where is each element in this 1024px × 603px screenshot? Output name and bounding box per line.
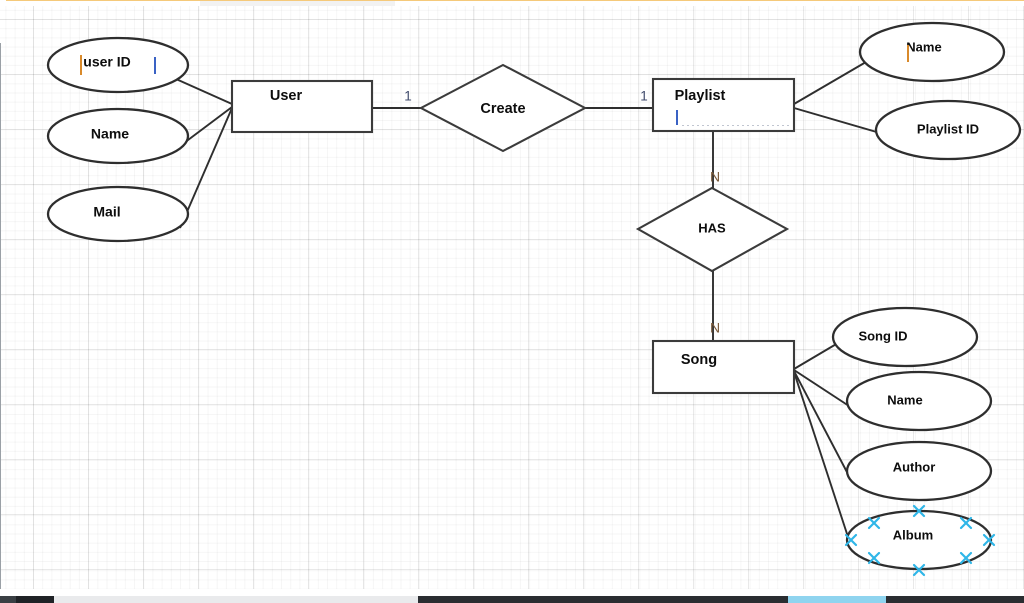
selection-handle-top-right[interactable]: [959, 516, 973, 530]
connector-song-to-song-name: [793, 369, 850, 407]
attribute-user-id-label: user ID: [83, 54, 130, 70]
selection-handle-top-left[interactable]: [867, 516, 881, 530]
attribute-song-name-label: Name: [887, 392, 922, 407]
attribute-song-id-ellipse[interactable]: [831, 306, 979, 368]
attribute-playlist-id-ellipse[interactable]: [874, 99, 1022, 161]
attribute-song-author[interactable]: Author: [845, 440, 993, 502]
entity-playlist-box[interactable]: [651, 77, 796, 133]
attribute-song-author-label: Author: [893, 459, 936, 474]
ribbon-active-tab[interactable]: [200, 1, 395, 6]
attribute-user-id-ellipse[interactable]: [46, 36, 190, 94]
selection-handle-middle-right[interactable]: [982, 533, 996, 547]
taskbar-left-cap: [0, 596, 16, 603]
selection-handle-bottom-left[interactable]: [867, 551, 881, 565]
text-caret-user-id-right: [154, 57, 156, 74]
taskbar-window-active[interactable]: [788, 596, 886, 603]
taskbar-start-button[interactable]: [16, 596, 54, 603]
connector-group: [175, 61, 881, 544]
text-caret-playlist-body: [676, 110, 678, 125]
attribute-song-album-label: Album: [893, 527, 933, 542]
text-caret-playlist-name: [907, 45, 909, 62]
attribute-song-id-label: Song ID: [858, 328, 907, 343]
attribute-playlist-name-ellipse[interactable]: [858, 21, 1006, 83]
connector-playlist-to-pl-name: [793, 61, 867, 105]
attribute-user-name-ellipse[interactable]: [46, 107, 190, 165]
attribute-user-mail-ellipse[interactable]: [46, 185, 190, 243]
connector-playlist-to-pl-id: [793, 107, 881, 134]
text-edit-underline-playlist: [682, 125, 790, 126]
attribute-song-name-ellipse[interactable]: [845, 370, 993, 432]
text-caret-user-id-left: [80, 55, 82, 75]
selection-handles-album[interactable]: [844, 504, 996, 577]
connector-song-to-song-id: [793, 342, 839, 370]
entity-user[interactable]: User: [230, 79, 374, 134]
attribute-song-id[interactable]: Song ID: [831, 306, 979, 368]
relationship-create-diamond[interactable]: [418, 63, 588, 153]
selection-handle-top-center[interactable]: [912, 504, 926, 518]
taskbar-window-dark[interactable]: [418, 596, 788, 603]
entity-user-label: User: [270, 88, 303, 104]
canvas-left-border: [0, 43, 1, 589]
relationship-create[interactable]: Create: [418, 63, 588, 153]
taskbar-window-light[interactable]: [54, 596, 418, 603]
relationship-has-label: HAS: [698, 220, 726, 235]
attribute-user-name-label: Name: [91, 126, 129, 142]
selection-handle-middle-left[interactable]: [844, 533, 858, 547]
ribbon-left-cap: [0, 0, 6, 3]
entity-user-box[interactable]: [230, 79, 374, 134]
connector-user-id-to-user: [175, 78, 233, 105]
attribute-playlist-id-label: Playlist ID: [917, 121, 979, 136]
cardinality-playlist-has: N: [710, 169, 720, 185]
attribute-song-author-ellipse[interactable]: [845, 440, 993, 502]
attribute-user-mail-label: Mail: [93, 204, 120, 220]
cardinality-user-create: 1: [404, 89, 412, 104]
attribute-playlist-name[interactable]: Name: [858, 21, 1006, 83]
entity-song[interactable]: Song: [651, 339, 796, 395]
cardinality-has-song: N: [710, 320, 720, 336]
taskbar-tray[interactable]: [886, 596, 1024, 603]
attribute-user-id[interactable]: user ID: [46, 36, 190, 94]
attribute-user-name[interactable]: Name: [46, 107, 190, 165]
relationship-has[interactable]: HAS: [635, 186, 790, 273]
selection-handle-bottom-center[interactable]: [912, 563, 926, 577]
connector-song-to-song-author: [793, 370, 850, 477]
entity-playlist[interactable]: Playlist: [651, 77, 796, 133]
attribute-user-mail[interactable]: Mail: [46, 185, 190, 243]
relationship-create-label: Create: [480, 101, 525, 117]
attribute-playlist-name-label: Name: [906, 39, 941, 54]
selection-handle-bottom-right[interactable]: [959, 551, 973, 565]
attribute-song-name[interactable]: Name: [845, 370, 993, 432]
taskbar: [0, 596, 1024, 603]
ribbon-tabstrip: [0, 1, 1024, 6]
connector-mail-to-user: [179, 107, 233, 229]
entity-song-label: Song: [681, 352, 717, 368]
relationship-has-diamond[interactable]: [635, 186, 790, 273]
connector-song-to-song-album: [793, 371, 851, 544]
cardinality-create-playlist: 1: [640, 89, 648, 104]
attribute-playlist-id[interactable]: Playlist ID: [874, 99, 1022, 161]
entity-playlist-label: Playlist: [675, 88, 726, 104]
entity-song-box[interactable]: [651, 339, 796, 395]
